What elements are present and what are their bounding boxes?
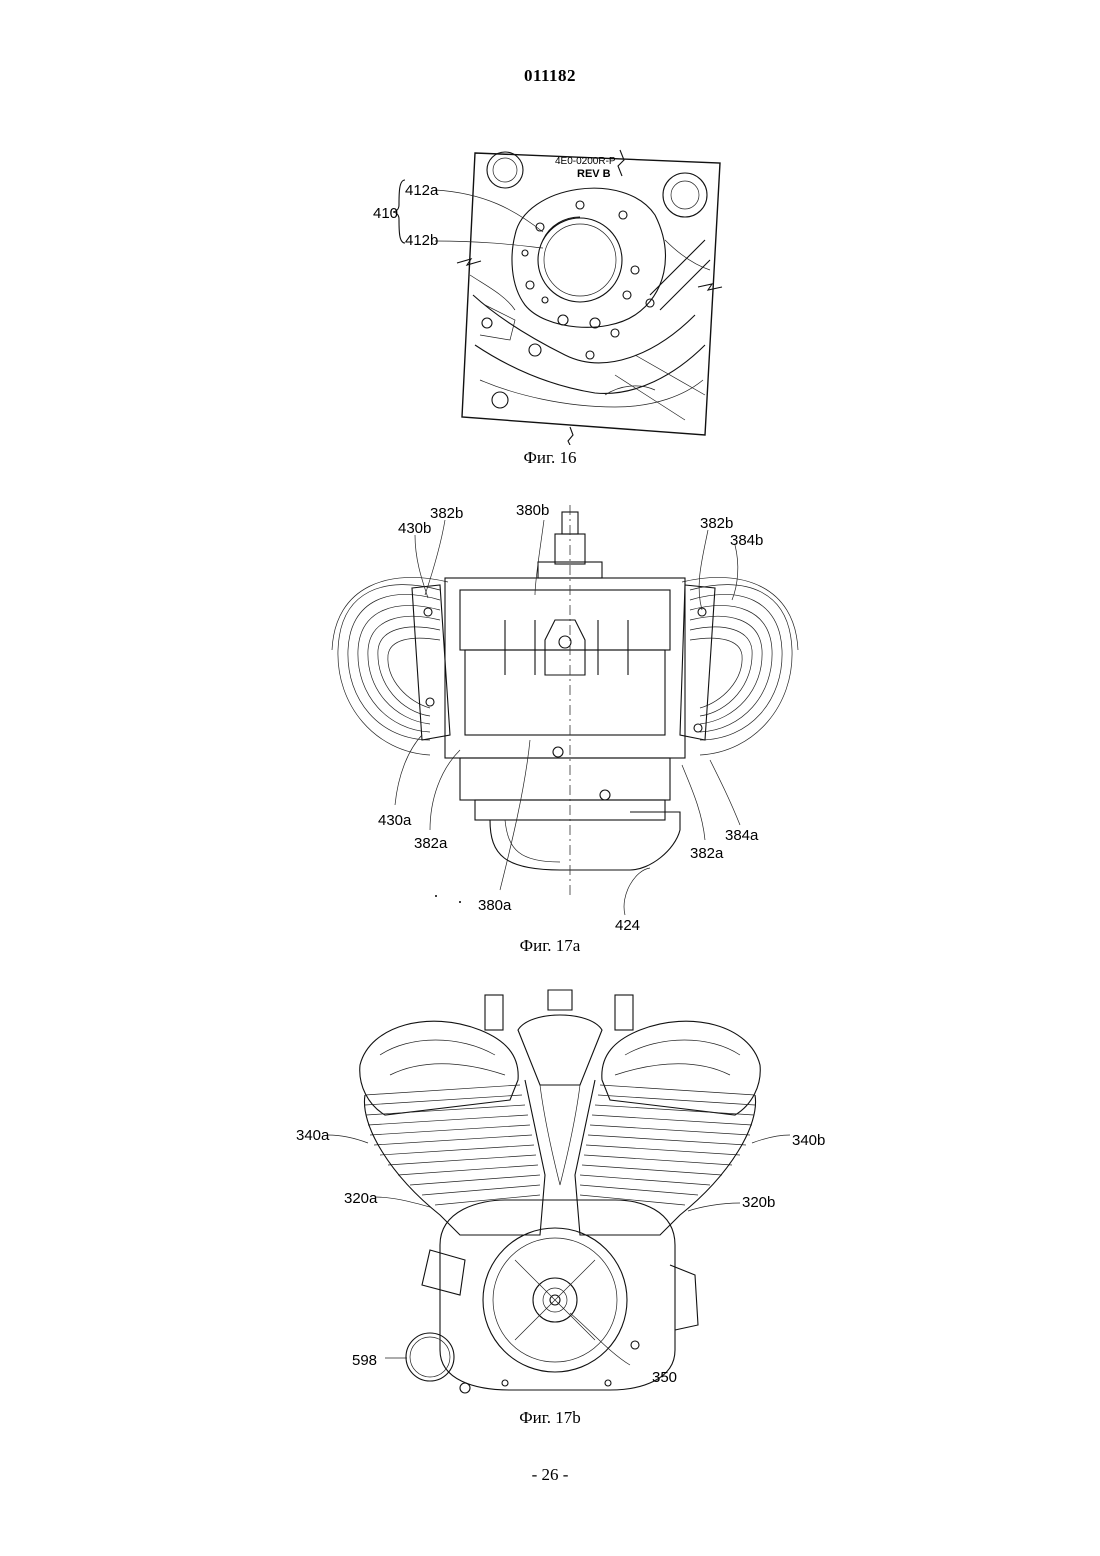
label-430b: 430b xyxy=(398,520,431,537)
label-380a: 380a xyxy=(478,897,512,914)
label-430a: 430a xyxy=(378,812,412,829)
label-380b: 380b xyxy=(516,502,549,519)
label-320a: 320a xyxy=(344,1190,378,1207)
figure-17b: 340a 340b 320a 320b 598 350 xyxy=(290,985,830,1405)
label-598: 598 xyxy=(352,1352,377,1369)
label-384a: 384a xyxy=(725,827,759,844)
label-424: 424 xyxy=(615,917,640,934)
figure-16-caption: Фиг. 16 xyxy=(0,448,1100,468)
page-number: - 26 - xyxy=(0,1465,1100,1485)
fig16-rev-text: REV B xyxy=(577,168,611,180)
label-384b: 384b xyxy=(730,532,763,549)
label-382b-left: 382b xyxy=(430,505,463,522)
label-340b: 340b xyxy=(792,1132,825,1149)
label-382a-left: 382a xyxy=(414,835,448,852)
figure-17a: 380b 382b 430b 382b 384b 430a 382a 380a … xyxy=(330,490,800,940)
label-340a: 340a xyxy=(296,1127,330,1144)
figure-16: REV B 4E0-0200R-P xyxy=(365,145,725,445)
document-number: 011182 xyxy=(0,66,1100,86)
figure-17a-caption: Фиг. 17a xyxy=(0,936,1100,956)
label-382a-right: 382a xyxy=(690,845,724,862)
svg-text:4E0-0200R-P: 4E0-0200R-P xyxy=(555,156,616,167)
label-320b: 320b xyxy=(742,1194,775,1211)
fig16-drawing: REV B 4E0-0200R-P xyxy=(457,150,722,445)
label-410: 410 xyxy=(373,205,398,222)
label-412b: 412b xyxy=(405,232,438,249)
label-412a: 412a xyxy=(405,182,439,199)
label-350: 350 xyxy=(652,1369,677,1386)
fig17b-drawing xyxy=(360,990,761,1393)
figure-17b-caption: Фиг. 17b xyxy=(0,1408,1100,1428)
label-382b-right: 382b xyxy=(700,515,733,532)
